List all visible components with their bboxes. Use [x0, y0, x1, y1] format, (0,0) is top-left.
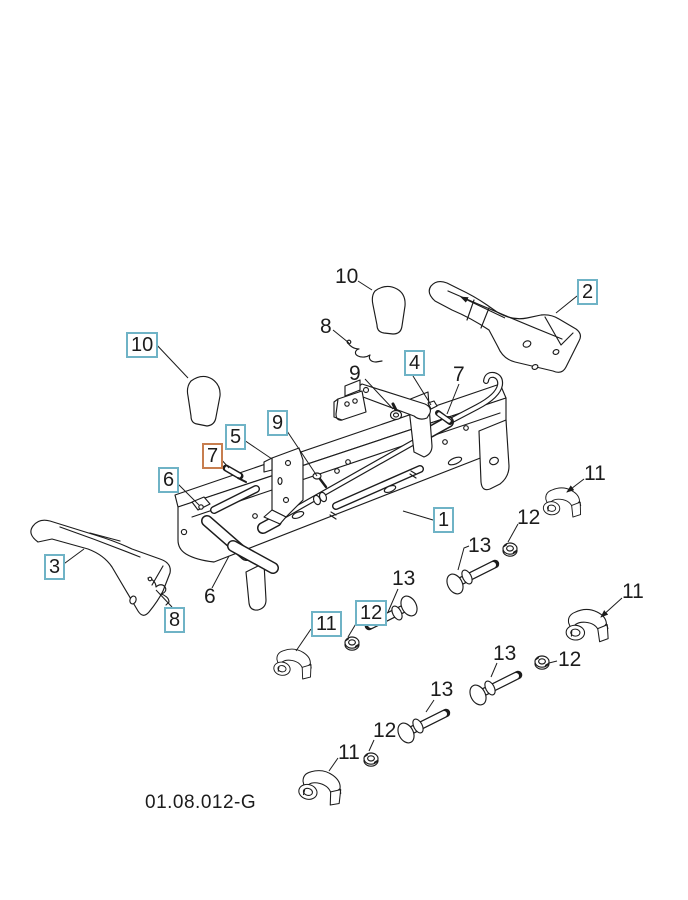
label-part-12-b: 12	[517, 506, 541, 529]
label-part-13-a: 13	[468, 534, 492, 557]
callout-part-10[interactable]: 10	[126, 332, 159, 358]
part-12-nut-b	[502, 542, 518, 557]
callout-part-1[interactable]: 1	[433, 507, 455, 533]
label-part-11-d: 11	[338, 741, 360, 764]
part-10-knob-top	[371, 285, 406, 335]
part-13-bolt-c	[467, 675, 518, 708]
label-part-11-b: 11	[584, 462, 606, 485]
label-part-13-c: 13	[493, 642, 517, 665]
part-11-knob-a	[272, 645, 316, 681]
part-13-bolt-d	[395, 713, 446, 746]
callout-part-8[interactable]: 8	[164, 607, 186, 633]
part-11-knob-d	[296, 765, 347, 808]
label-part-9-b: 9	[349, 362, 361, 385]
part-12-nut-d	[363, 752, 379, 767]
part-12-nut-a	[344, 636, 360, 651]
label-part-10-b: 10	[335, 265, 359, 288]
callout-part-2[interactable]: 2	[577, 279, 599, 305]
part-8-spring-top	[346, 339, 383, 363]
leader-lines	[60, 280, 623, 772]
part-3-handle-left	[30, 519, 171, 616]
label-part-11-c: 11	[622, 580, 644, 603]
label-part-7-b: 7	[453, 363, 465, 386]
label-part-12-c: 12	[558, 648, 582, 671]
part-5-bracket	[263, 447, 304, 525]
part-6-links	[191, 496, 279, 574]
callout-part-12[interactable]: 12	[355, 600, 388, 626]
label-part-6-b: 6	[204, 585, 216, 608]
label-part-12-d: 12	[373, 719, 397, 742]
callout-part-3[interactable]: 3	[44, 554, 66, 580]
callout-part-11[interactable]: 11	[311, 611, 342, 637]
callout-part-9[interactable]: 9	[267, 410, 289, 436]
diagram-code: 01.08.012-G	[145, 792, 257, 813]
part-4-lever	[333, 379, 438, 458]
callout-part-4[interactable]: 4	[404, 350, 426, 376]
part-2-handle-right	[428, 280, 582, 373]
label-part-13-b: 13	[392, 567, 416, 590]
part-11-knob-b	[542, 485, 584, 519]
label-part-8-b: 8	[320, 315, 332, 338]
part-13-bolt-a	[444, 564, 495, 597]
part-9-screw-top	[389, 402, 403, 421]
part-8-clip-bottom	[147, 576, 170, 606]
part-7-pin-right	[435, 410, 453, 425]
callout-part-6[interactable]: 6	[158, 467, 180, 493]
callout-part-5[interactable]: 5	[225, 424, 247, 450]
part-7-clip-left	[222, 464, 247, 483]
label-part-13-d: 13	[430, 678, 454, 701]
callout-part-7-selected[interactable]: 7	[202, 443, 224, 469]
part-12-nut-c	[534, 655, 550, 670]
part-10-knob-left	[186, 375, 221, 427]
part-11-knob-c	[565, 607, 611, 643]
